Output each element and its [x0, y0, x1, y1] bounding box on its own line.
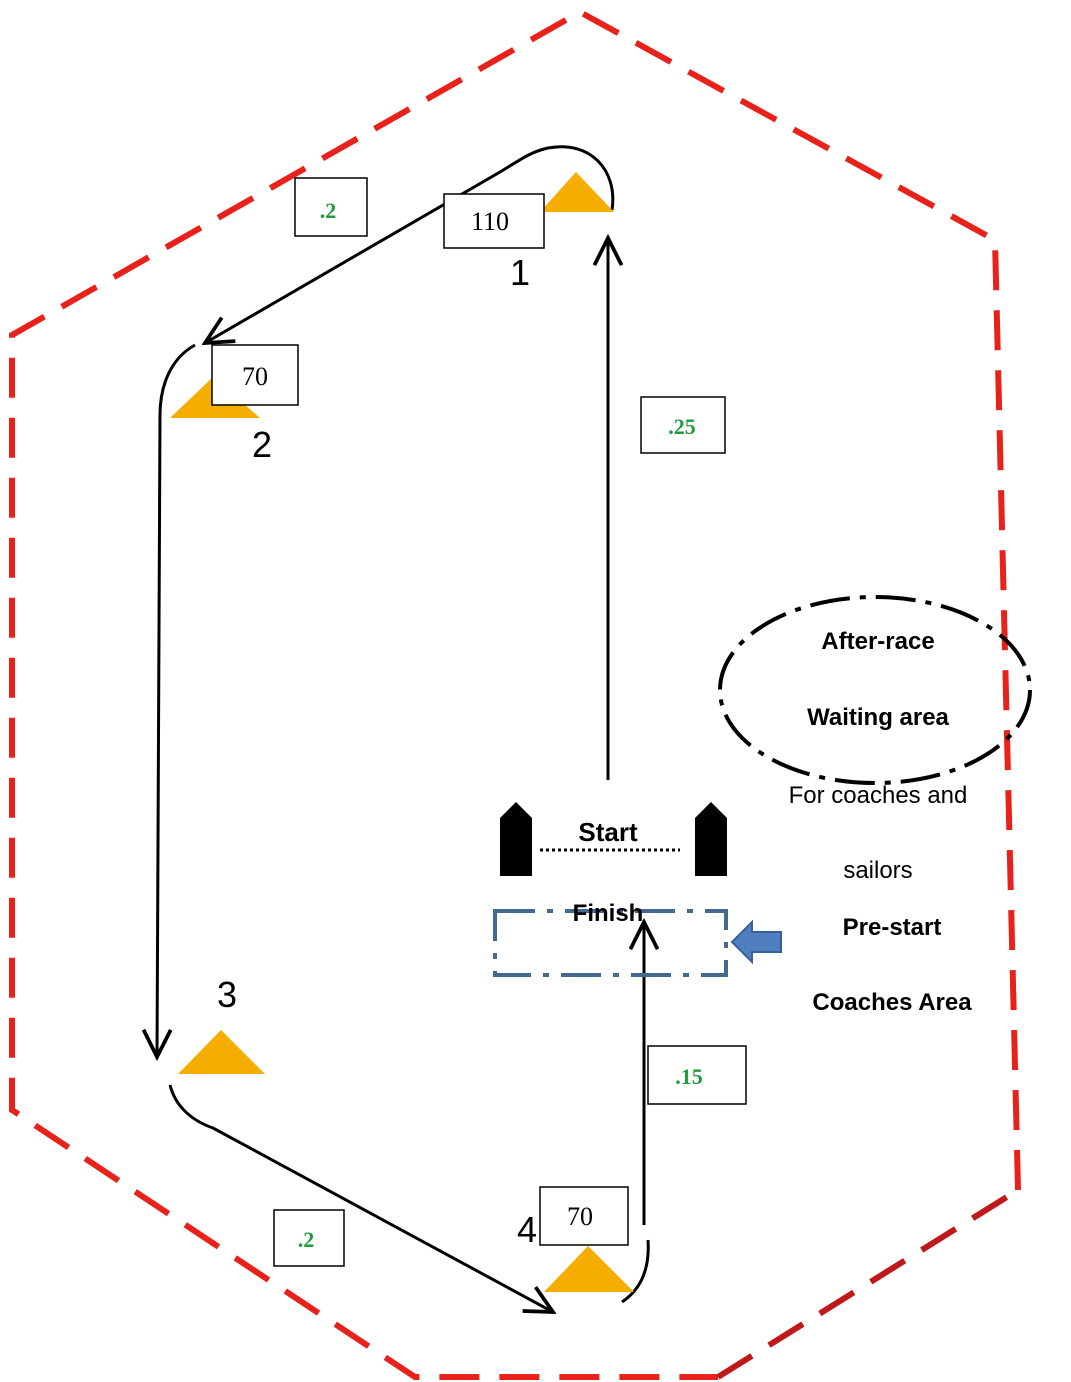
leg-distance-4-value: .15: [675, 1064, 703, 1089]
mark-4: 70 4: [517, 1186, 634, 1292]
leg-distance-4: .15: [647, 1045, 747, 1105]
mark-3-buoy: [178, 1030, 265, 1074]
mark-1-bearing-box: [443, 193, 545, 249]
leg-distance-3: .2: [273, 1209, 345, 1267]
start-line: Start: [500, 802, 727, 876]
prestart-coaches-box: [493, 909, 728, 977]
course-leg-around-mark-4: [621, 1239, 650, 1304]
mark-4-bearing-box: [539, 1186, 629, 1246]
course-leg-around-mark-3: [168, 1084, 553, 1312]
leg-distance-1: .2: [294, 177, 368, 237]
coaches-sailors-label-1: For coaches and: [789, 782, 968, 809]
committee-boat-left-icon: [500, 802, 532, 876]
prestart-label-2: Coaches Area: [812, 989, 972, 1016]
mark-3-number: 3: [217, 974, 237, 1015]
coaches-sailors-label-2: sailors: [843, 857, 912, 884]
course-leg-around-mark-1: [205, 145, 615, 343]
leg-distance-1-value: .2: [320, 198, 337, 223]
leg-distance-3-value: .2: [298, 1227, 315, 1252]
after-race-waiting-area: After-race Waiting area: [718, 595, 1032, 785]
racing-area-boundary: [9, 8, 1021, 1380]
mark-2: 70 2: [170, 344, 299, 465]
coaches-area-pointer-icon: [730, 919, 782, 965]
course-leg-around-mark-2: [157, 343, 196, 1057]
mark-2-bearing-box: [211, 344, 299, 406]
after-race-label-1: After-race: [821, 628, 934, 655]
pin-boat-right-icon: [695, 802, 727, 876]
mark-1: 110 1: [443, 172, 614, 293]
mark-3: 3: [178, 974, 265, 1074]
mark-2-bearing: 70: [242, 362, 268, 391]
after-race-ellipse: [718, 595, 1032, 785]
mark-4-buoy: [544, 1246, 634, 1292]
mark-1-buoy: [540, 172, 614, 212]
mark-1-number: 1: [510, 252, 530, 293]
racing-area-boundary-segment: [716, 1187, 1020, 1380]
leg-distance-2-value: .25: [668, 414, 696, 439]
finish-area: Finish: [493, 900, 728, 977]
finish-label: Finish: [573, 900, 644, 927]
after-race-label-2: Waiting area: [807, 704, 949, 731]
start-label: Start: [578, 817, 638, 847]
leg-distance-2: .25: [640, 396, 726, 454]
mark-1-bearing: 110: [471, 207, 509, 236]
mark-4-bearing: 70: [567, 1202, 593, 1231]
prestart-label-1: Pre-start: [843, 914, 942, 941]
mark-2-number: 2: [252, 424, 272, 465]
mark-4-number: 4: [517, 1209, 537, 1250]
